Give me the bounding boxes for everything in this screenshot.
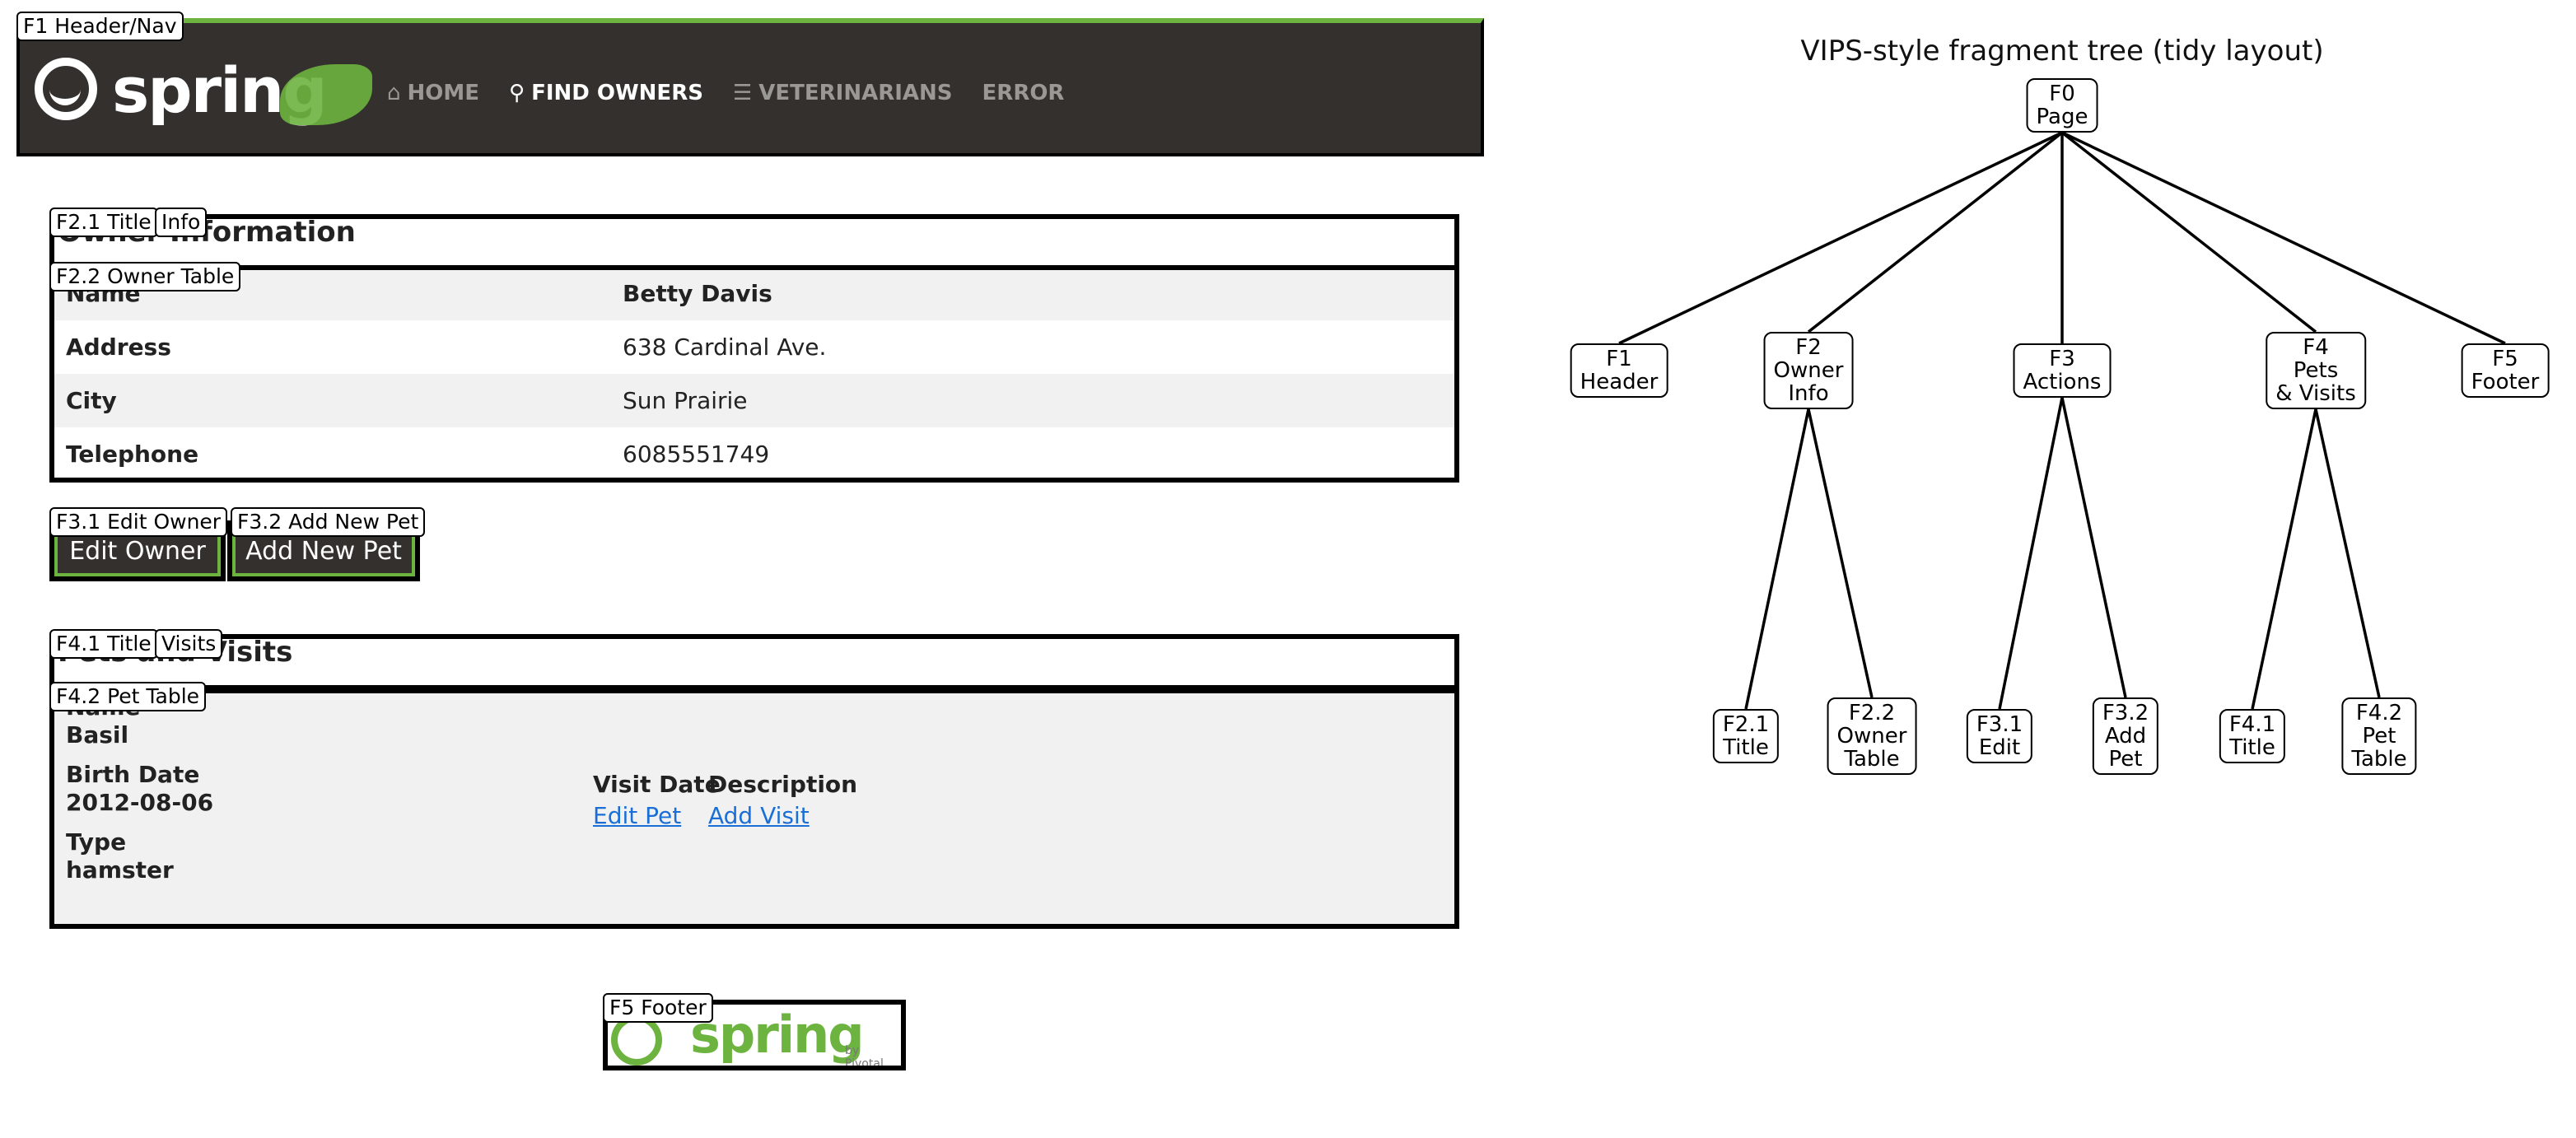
fragment-tag-f41-overlap: Visits bbox=[155, 629, 223, 659]
nav-error-label: ERROR bbox=[982, 81, 1065, 105]
fragment-tag-f41: F4.1 Title bbox=[49, 629, 158, 659]
fragment-tag-f22: F2.2 Owner Table bbox=[49, 262, 241, 291]
tree-node-f1: F1 Header bbox=[1570, 343, 1668, 398]
tree-edge-f0-f5 bbox=[2061, 131, 2506, 345]
tree-node-f2-1: F2.1 Title bbox=[1712, 709, 1780, 763]
owner-row-value: Sun Prairie bbox=[623, 387, 748, 414]
owner-row-label: Telephone bbox=[66, 441, 199, 468]
nav-home[interactable]: ⌂HOME bbox=[387, 81, 479, 105]
tree-node-f0: F0 Page bbox=[2026, 78, 2098, 133]
pet-birth-cell: Birth Date 2012-08-06 bbox=[66, 761, 213, 817]
tree-node-f3-1: F3.1 Edit bbox=[1966, 709, 2033, 763]
tree-edge-f4-f4-2 bbox=[2314, 408, 2381, 698]
tree-edge-f0-f1 bbox=[1618, 131, 2063, 345]
fragment-box-f22 bbox=[49, 265, 1459, 483]
footer-brand-text: spring bbox=[690, 1008, 865, 1065]
owner-row-label: City bbox=[66, 387, 117, 414]
pet-type-label: Type bbox=[66, 828, 127, 856]
nav-error[interactable]: ERROR bbox=[982, 81, 1065, 105]
table-row: Address 638 Cardinal Ave. bbox=[54, 320, 1454, 374]
nav-veterinarians-label: VETERINARIANS bbox=[758, 81, 953, 105]
fragment-tag-f21: F2.1 Title bbox=[49, 208, 158, 237]
fragment-tag-f5: F5 Footer bbox=[603, 993, 713, 1023]
tree-edge-f3-f3-2 bbox=[2060, 397, 2127, 698]
pet-birth-value: 2012-08-06 bbox=[66, 789, 214, 816]
footer-logo: spring by Pivotal. bbox=[609, 1008, 899, 1067]
fragment-tag-f42: F4.2 Pet Table bbox=[49, 682, 207, 711]
pet-birth-label: Birth Date bbox=[66, 761, 200, 788]
nav-bar: ⌂HOME ⚲FIND OWNERS ☰VETERINARIANS ERROR bbox=[387, 81, 1064, 105]
fragment-box-f5 bbox=[603, 1000, 906, 1070]
list-icon: ☰ bbox=[732, 81, 753, 105]
pet-type-value: hamster bbox=[66, 856, 174, 884]
nav-find-owners-label: FIND OWNERS bbox=[531, 81, 703, 105]
owner-row-value: 638 Cardinal Ave. bbox=[623, 333, 827, 361]
tree-node-f5: F5 Footer bbox=[2461, 343, 2550, 398]
fragment-tag-f31: F3.1 Edit Owner bbox=[49, 507, 228, 537]
table-row: City Sun Prairie bbox=[54, 374, 1454, 427]
fragment-box-f41 bbox=[49, 634, 1459, 690]
edit-pet-link[interactable]: Edit Pet bbox=[593, 802, 682, 829]
tree-node-f4-2: F4.2 Pet Table bbox=[2341, 697, 2417, 775]
tree-title: VIPS-style fragment tree (tidy layout) bbox=[1800, 35, 2324, 68]
pet-type-cell: Type hamster bbox=[66, 828, 174, 884]
tree-edge-f2-f2-2 bbox=[1807, 408, 1874, 698]
tree-node-f2: F2 Owner Info bbox=[1763, 332, 1854, 409]
fragment-tag-f1: F1 Header/Nav bbox=[16, 12, 184, 41]
owner-row-value: 6085551749 bbox=[623, 441, 770, 468]
owner-row-value: Betty Davis bbox=[623, 280, 772, 307]
tree-edge-f4-f4-1 bbox=[2251, 408, 2317, 710]
tree-node-f4: F4 Pets & Visits bbox=[2266, 332, 2366, 409]
header-nav: spring ⌂HOME ⚲FIND OWNERS ☰VETERINARIANS… bbox=[16, 18, 1484, 156]
tree-node-f2-2: F2.2 Owner Table bbox=[1827, 697, 1917, 775]
fragment-tag-f21-overlap: Info bbox=[155, 208, 208, 237]
visit-description-header: Description bbox=[708, 771, 858, 798]
footer-by-text: by Pivotal. bbox=[845, 1044, 888, 1067]
table-row: Telephone 6085551749 bbox=[54, 427, 1454, 481]
visit-date-header: Visit Date bbox=[593, 771, 721, 798]
tree-node-f3: F3 Actions bbox=[2013, 343, 2112, 398]
nav-find-owners[interactable]: ⚲FIND OWNERS bbox=[509, 81, 703, 105]
fragment-box-f42 bbox=[49, 688, 1459, 929]
tree-edge-f2-f2-1 bbox=[1744, 408, 1810, 710]
home-icon: ⌂ bbox=[387, 81, 401, 105]
spring-logo-icon bbox=[35, 58, 97, 120]
tree-edge-f0-f2 bbox=[1807, 131, 2064, 333]
pet-name-value: Basil bbox=[66, 721, 129, 749]
pet-table: Name Basil Birth Date 2012-08-06 Type ha… bbox=[54, 693, 1454, 924]
nav-veterinarians[interactable]: ☰VETERINARIANS bbox=[733, 81, 953, 105]
search-icon: ⚲ bbox=[509, 81, 525, 105]
fragment-tag-f32: F3.2 Add New Pet bbox=[231, 507, 426, 537]
tree-node-f3-2: F3.2 Add Pet bbox=[2092, 697, 2159, 775]
nav-home-label: HOME bbox=[407, 81, 480, 105]
tree-edge-f3-f3-1 bbox=[1998, 397, 2064, 710]
add-visit-link[interactable]: Add Visit bbox=[708, 802, 810, 829]
tree-edge-f0-f4 bbox=[2060, 131, 2317, 333]
owner-row-label: Address bbox=[66, 333, 171, 361]
tree-node-f4-1: F4.1 Title bbox=[2219, 709, 2286, 763]
